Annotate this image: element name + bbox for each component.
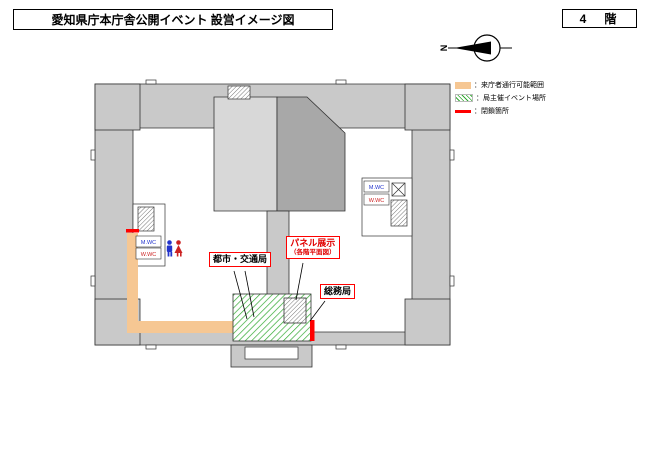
elevator-icon xyxy=(391,182,406,197)
wc-label-right-men: M.WC xyxy=(369,185,384,191)
wc-box-left-men xyxy=(135,235,162,248)
legend-label: ：閉鎖箇所 xyxy=(474,108,509,115)
restroom-person-female-icon xyxy=(174,240,183,257)
visitor-corridor-vertical xyxy=(127,233,138,323)
label-panel-exhibit-sub: （各階平面図） xyxy=(290,248,336,256)
stairs-left-icon xyxy=(137,206,155,232)
page-title: 愛知県庁本庁舎公開イベント 設営イメージ図 xyxy=(13,9,333,30)
wc-box-right-men xyxy=(363,180,390,193)
stairs-top-icon xyxy=(227,85,251,100)
page-title-text: 愛知県庁本庁舎公開イベント 設営イメージ図 xyxy=(51,13,295,27)
label-panel-exhibit-title: パネル展示 xyxy=(290,238,336,248)
label-general-affairs-text: 総務局 xyxy=(324,286,352,296)
label-urban-transport-bureau: 都市・交通局 xyxy=(209,252,272,267)
closed-line-swatch-icon xyxy=(455,109,471,113)
legend-item-event-area: ：局主催イベント場所 xyxy=(455,94,546,102)
wc-labels: M.WC W.WC M.WC W.WC xyxy=(135,180,390,260)
north-label: N xyxy=(439,45,449,52)
corner-rooms xyxy=(94,83,451,346)
label-panel-exhibit: パネル展示 （各階平面図） xyxy=(286,236,340,259)
legend-label: ：来庁者通行可能範囲 xyxy=(474,82,544,89)
closure-mark-left xyxy=(126,229,139,233)
legend: ：来庁者通行可能範囲 ：局主催イベント場所 ：閉鎖箇所 xyxy=(455,81,546,115)
label-general-affairs-bureau: 総務局 xyxy=(320,284,356,299)
wc-label-right-women: W.WC xyxy=(369,198,385,204)
corridor-swatch-icon xyxy=(455,81,471,89)
entrance-bay xyxy=(230,344,313,368)
legend-label: ：局主催イベント場所 xyxy=(476,95,546,102)
legend-item-closed-spot: ：閉鎖箇所 xyxy=(455,107,546,115)
stairs-center-icon xyxy=(283,297,307,324)
legend-item-visitor-corridor: ：来庁者通行可能範囲 xyxy=(455,81,546,89)
north-compass-icon: N xyxy=(439,34,512,62)
floor-badge: 4 階 xyxy=(562,9,637,28)
central-core-right-face xyxy=(276,96,346,212)
event-hatch-swatch-icon xyxy=(455,94,473,102)
wc-label-left-women: W.WC xyxy=(141,252,157,258)
restroom-person-male-icon xyxy=(166,240,173,257)
closure-mark-right xyxy=(310,320,315,341)
label-leader-lines xyxy=(233,262,326,322)
wc-box-right-women xyxy=(363,193,390,206)
wc-label-left-men: M.WC xyxy=(141,240,156,246)
central-core-left-face xyxy=(213,96,278,212)
visitor-corridor-horizontal xyxy=(127,321,233,333)
wc-box-left-women xyxy=(135,247,162,260)
label-urban-transport-text: 都市・交通局 xyxy=(213,254,268,264)
floor-badge-text: 4 階 xyxy=(579,12,620,26)
facade-bumps xyxy=(90,79,455,350)
stairs-right-icon xyxy=(390,199,408,227)
